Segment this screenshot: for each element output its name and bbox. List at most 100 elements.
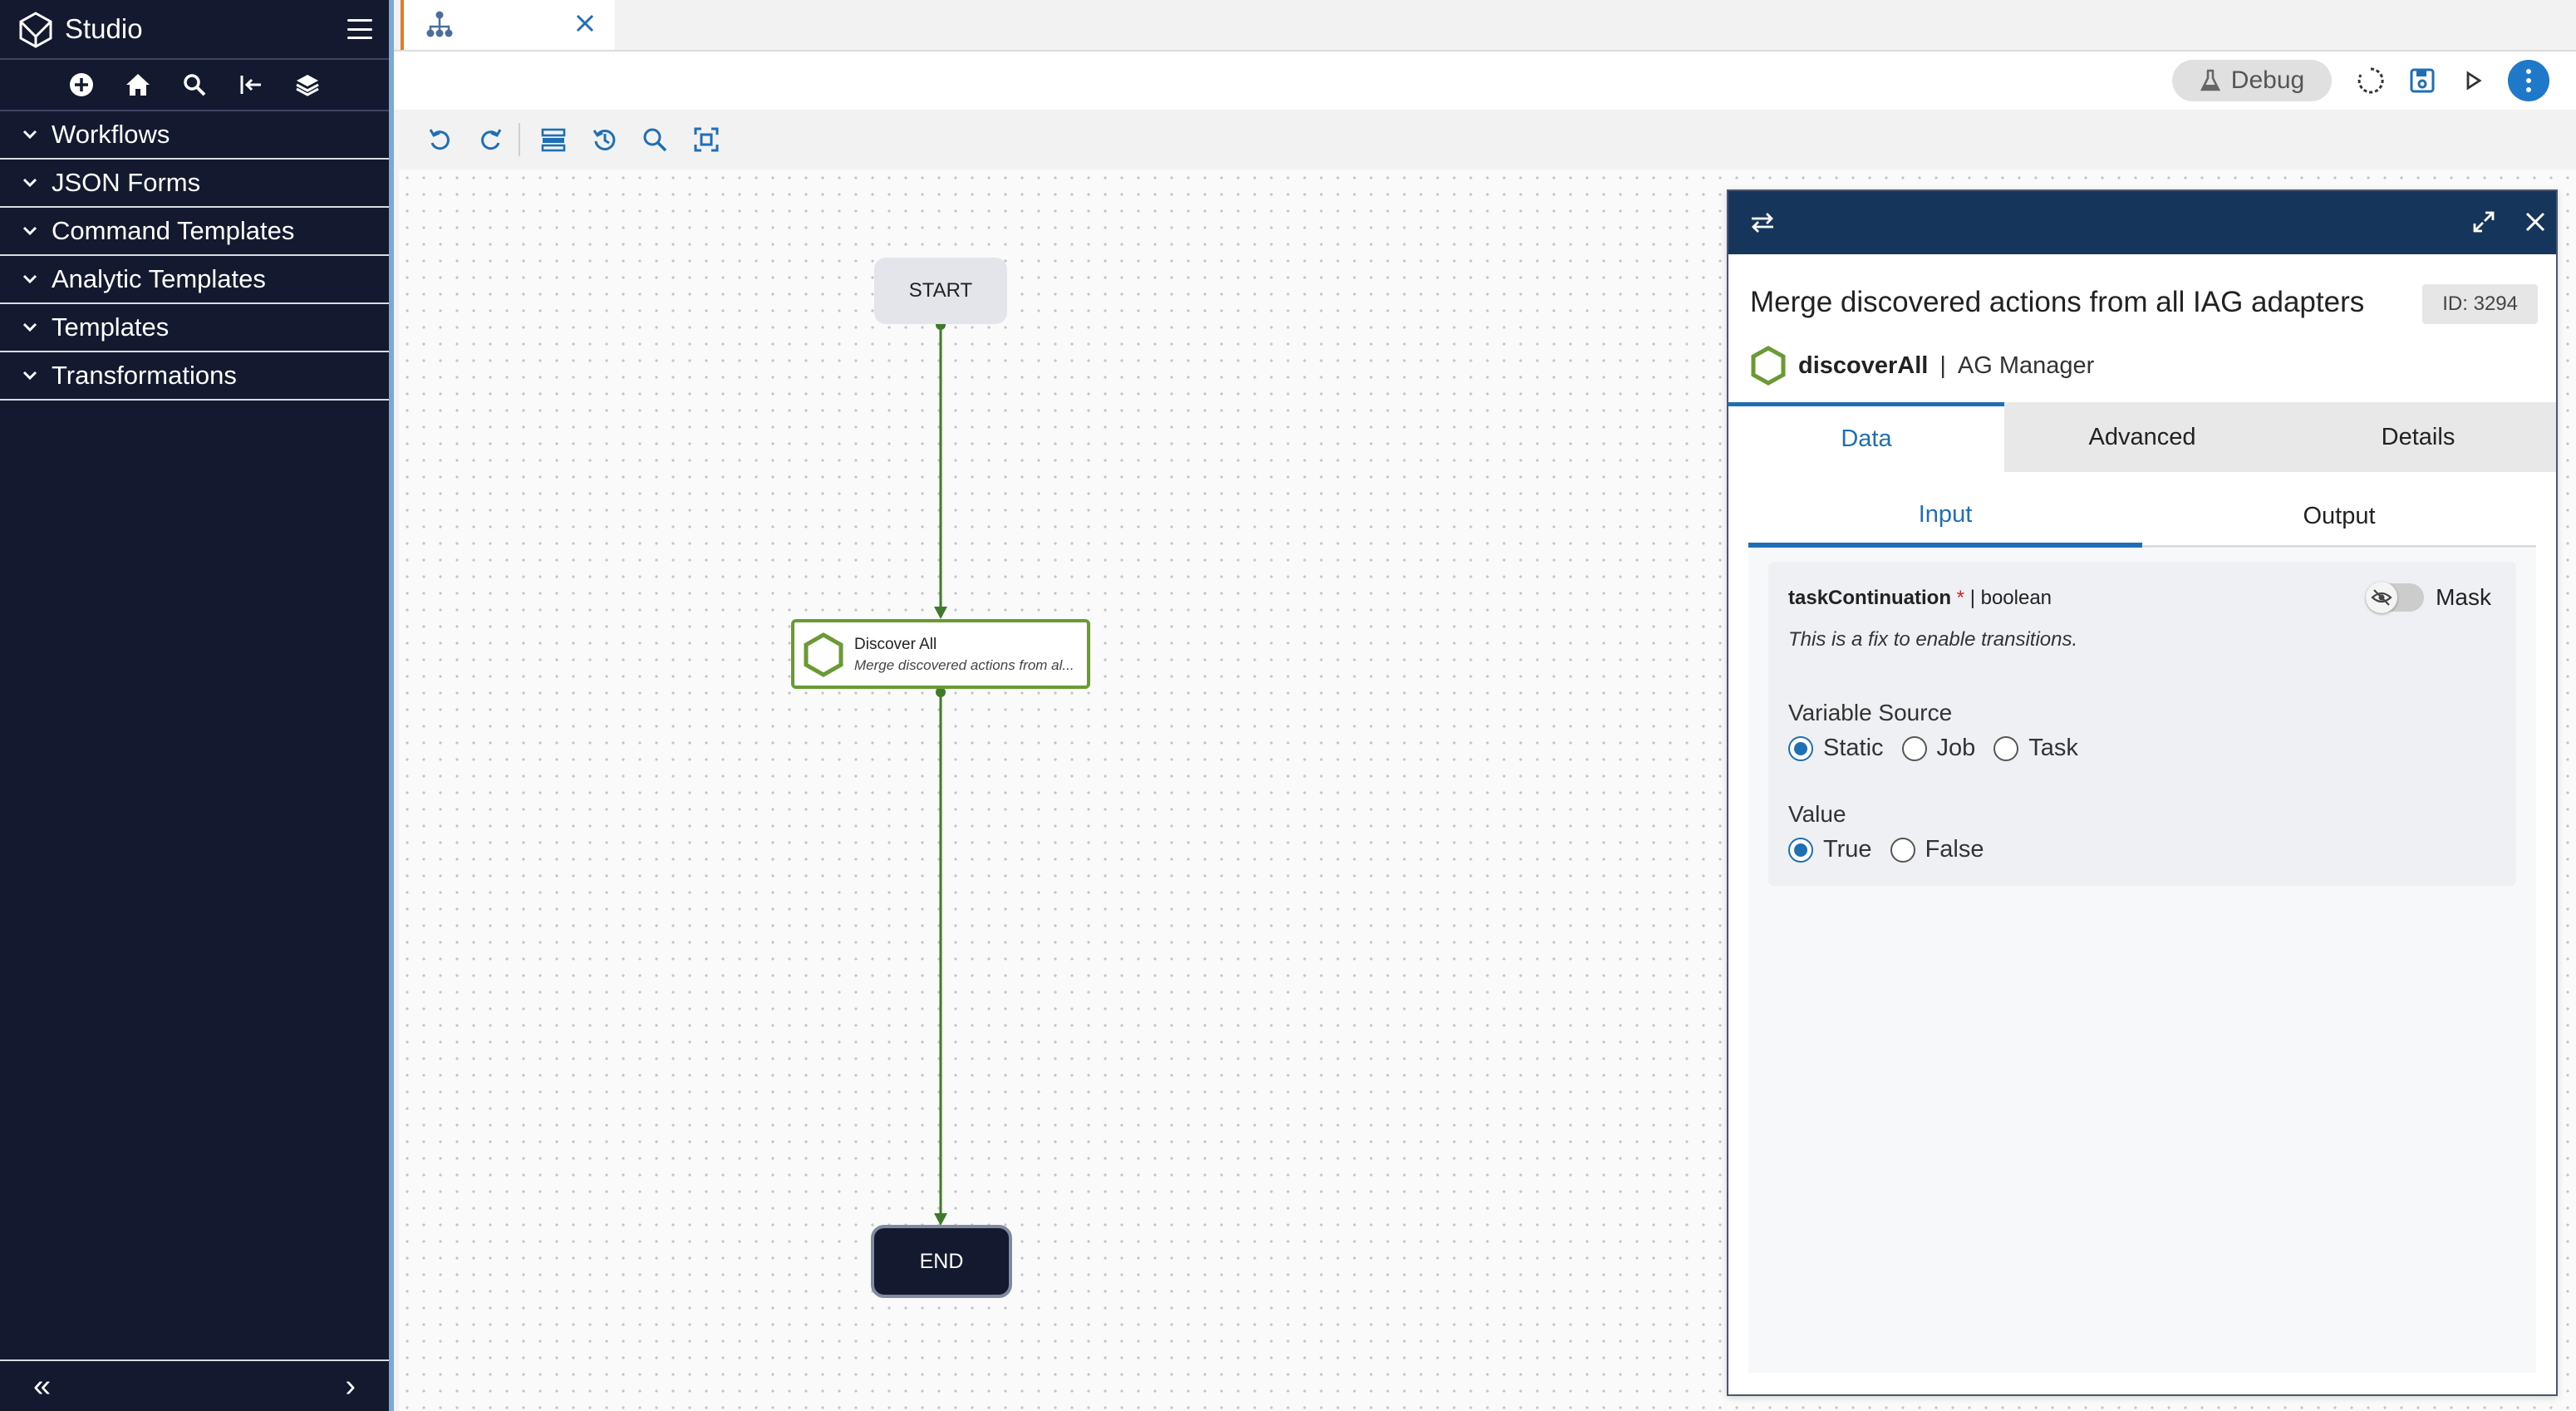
task-id-badge: ID: 3294 bbox=[2422, 284, 2538, 324]
debug-button[interactable]: Debug bbox=[2172, 60, 2332, 101]
mask-label: Mask bbox=[2436, 584, 2491, 610]
studio-logo-icon bbox=[19, 12, 52, 48]
collapse-sidebar-icon[interactable]: « bbox=[33, 1368, 52, 1404]
sidebar-toolbar bbox=[0, 60, 389, 111]
sidebar-item-label: Templates bbox=[52, 312, 170, 342]
sidebar-item-label: Analytic Templates bbox=[52, 264, 266, 293]
value-label: Value bbox=[1788, 801, 1846, 827]
task-node-title: Discover All bbox=[854, 636, 937, 653]
chevron-down-icon bbox=[22, 178, 37, 188]
sidebar-item-templates[interactable]: Templates bbox=[0, 304, 389, 352]
value-false-radio[interactable]: False bbox=[1890, 836, 1984, 863]
fit-to-screen-icon[interactable] bbox=[693, 126, 720, 153]
chevron-down-icon bbox=[22, 371, 37, 381]
task-method-line: discoverAll | AG Manager bbox=[1750, 346, 2094, 386]
variable-type: | boolean bbox=[1969, 587, 2052, 609]
subtab-output[interactable]: Output bbox=[2303, 502, 2376, 529]
canvas-toolbar bbox=[394, 110, 2576, 170]
method-name: discoverAll bbox=[1798, 352, 1929, 379]
variable-card: taskContinuation * | boolean Mask This i… bbox=[1768, 562, 2516, 886]
panel-tabs: Data Advanced Details bbox=[1728, 402, 2556, 472]
workflow-tab[interactable] bbox=[401, 0, 615, 50]
hamburger-menu-icon[interactable] bbox=[347, 19, 372, 39]
flask-icon bbox=[2200, 69, 2220, 91]
close-tab-icon[interactable] bbox=[573, 12, 597, 35]
undo-icon[interactable] bbox=[427, 126, 454, 153]
sidebar-item-label: Workflows bbox=[52, 120, 170, 149]
value-true-radio[interactable]: True bbox=[1788, 836, 1872, 863]
chevron-down-icon bbox=[22, 322, 37, 332]
sidebar-item-label: Command Templates bbox=[52, 216, 295, 245]
save-icon[interactable] bbox=[2408, 66, 2436, 95]
task-node-summary: Merge discovered actions from al... bbox=[854, 657, 1074, 673]
task-node-discover-all[interactable]: Discover All Merge discovered actions fr… bbox=[791, 619, 1090, 689]
sidebar-item-analytic-templates[interactable]: Analytic Templates bbox=[0, 256, 389, 304]
source-job-label: Job bbox=[1936, 735, 1976, 761]
variable-label: taskContinuation * | boolean bbox=[1788, 587, 2052, 610]
layers-icon[interactable] bbox=[293, 71, 322, 99]
value-radios: True False bbox=[1788, 836, 1984, 863]
start-node[interactable]: START bbox=[874, 258, 1007, 324]
sidebar-header: Studio bbox=[0, 0, 389, 60]
more-options-icon[interactable] bbox=[2508, 60, 2549, 101]
sidebar-item-label: JSON Forms bbox=[52, 168, 201, 197]
exit-icon[interactable] bbox=[237, 71, 265, 99]
toolbar-divider bbox=[519, 123, 520, 156]
source-task-label: Task bbox=[2028, 735, 2078, 761]
chevron-down-icon bbox=[22, 274, 37, 284]
action-bar: Debug bbox=[394, 52, 2576, 110]
source-job-radio[interactable]: Job bbox=[1901, 735, 1976, 762]
input-body: taskContinuation * | boolean Mask This i… bbox=[1748, 548, 2536, 1373]
add-icon[interactable] bbox=[67, 71, 96, 99]
sidebar-item-json-forms[interactable]: JSON Forms bbox=[0, 160, 389, 208]
close-panel-icon[interactable] bbox=[2523, 209, 2548, 234]
method-separator: | bbox=[1939, 352, 1946, 379]
sidebar-item-command-templates[interactable]: Command Templates bbox=[0, 208, 389, 256]
expand-icon[interactable] bbox=[2471, 209, 2496, 234]
home-icon[interactable] bbox=[124, 71, 152, 99]
history-icon[interactable] bbox=[592, 126, 618, 153]
source-static-radio[interactable]: Static bbox=[1788, 735, 1884, 762]
sidebar-footer: « › bbox=[0, 1359, 389, 1411]
refresh-spinner-icon[interactable] bbox=[2357, 66, 2385, 95]
variable-source-label: Variable Source bbox=[1788, 700, 1953, 725]
tab-strip bbox=[394, 0, 2576, 52]
variable-source-radios: Static Job Task bbox=[1788, 735, 2078, 762]
workflow-icon bbox=[426, 11, 453, 37]
tab-advanced[interactable]: Advanced bbox=[2004, 402, 2280, 472]
search-icon[interactable] bbox=[180, 71, 209, 99]
variable-name: taskContinuation bbox=[1788, 587, 1951, 609]
subtab-input[interactable]: Input bbox=[1748, 487, 2142, 548]
task-title: Merge discovered actions from all IAG ad… bbox=[1750, 286, 2365, 318]
app-title: Studio bbox=[65, 13, 143, 44]
sidebar: Studio Workflows JSON Forms Command Temp… bbox=[0, 0, 394, 1411]
zoom-search-icon[interactable] bbox=[642, 126, 668, 153]
swap-side-icon[interactable] bbox=[1748, 209, 1777, 236]
debug-label: Debug bbox=[2230, 66, 2305, 94]
sidebar-item-transformations[interactable]: Transformations bbox=[0, 352, 389, 401]
sidebar-item-label: Transformations bbox=[52, 361, 237, 390]
end-node[interactable]: END bbox=[871, 1225, 1012, 1298]
value-true-label: True bbox=[1823, 836, 1872, 863]
source-task-radio[interactable]: Task bbox=[1993, 735, 2078, 762]
run-icon[interactable] bbox=[2461, 66, 2486, 95]
expand-icon[interactable]: › bbox=[345, 1368, 356, 1404]
tab-details[interactable]: Details bbox=[2280, 402, 2556, 472]
eye-off-icon bbox=[2371, 589, 2392, 606]
source-static-label: Static bbox=[1823, 735, 1884, 761]
chevron-down-icon bbox=[22, 226, 37, 236]
tab-data[interactable]: Data bbox=[1728, 402, 2004, 472]
mask-toggle[interactable] bbox=[2366, 582, 2425, 613]
mask-control: Mask bbox=[2366, 582, 2491, 613]
task-hexagon-icon bbox=[804, 632, 843, 677]
data-subtabs: Input Output bbox=[1748, 487, 2536, 548]
required-mark: * bbox=[1956, 587, 1965, 609]
chevron-down-icon bbox=[22, 130, 37, 140]
variable-description: This is a fix to enable transitions. bbox=[1788, 628, 2078, 651]
app-name: AG Manager bbox=[1957, 352, 2095, 379]
value-false-label: False bbox=[1925, 836, 1984, 863]
redo-icon[interactable] bbox=[477, 126, 504, 153]
sidebar-item-workflows[interactable]: Workflows bbox=[0, 111, 389, 160]
task-hexagon-icon bbox=[1751, 346, 1786, 386]
list-view-icon[interactable] bbox=[540, 126, 567, 153]
